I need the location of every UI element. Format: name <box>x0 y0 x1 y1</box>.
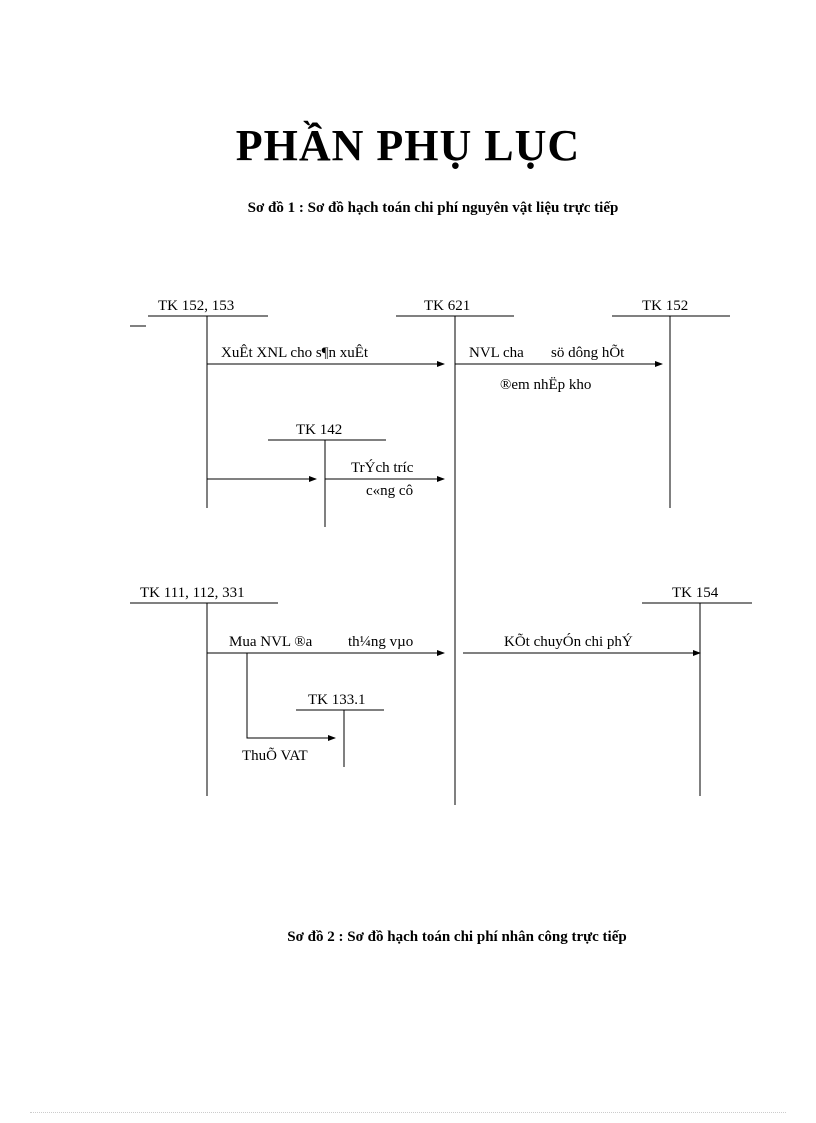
trich-truoc-label: TrÝch tr­íc <box>351 459 414 476</box>
page-title: PHẦN PHỤ LỤC <box>235 121 581 170</box>
cong-cu-label: c«ng cô <box>366 483 413 499</box>
tk-133-1-label: TK 133.1 <box>308 692 366 708</box>
tk-152-label: TK 152 <box>642 298 688 314</box>
tk-152-153-label: TK 152, 153 <box>158 298 234 314</box>
t-account-152: TK 152 <box>612 298 730 508</box>
ket-chuyen-label: KÕt chuyÓn chi phÝ <box>504 633 633 650</box>
flow-thue-vat: ThuÕ VAT <box>242 653 336 764</box>
t-account-154: TK 154 <box>642 585 752 796</box>
flow-xuat-nvl: XuÊt XNL cho s¶n xuÊt <box>207 344 445 367</box>
flow-nvl-return: NVL cha sö dông hÕt ®em nhËp kho <box>455 344 663 393</box>
diagram-1-title: Sơ đồ 1 : Sơ đồ hạch toán chi phí nguyên… <box>247 200 619 216</box>
t-account-621: TK 621 <box>396 298 514 805</box>
t-account-111-112-331: TK 111, 112, 331 <box>130 585 278 796</box>
tk-621-label: TK 621 <box>424 298 470 314</box>
t-account-142: TK 142 <box>268 422 386 527</box>
diagram-2-title: Sơ đồ 2 : Sơ đồ hạch toán chi phí nhân c… <box>287 929 627 945</box>
thue-vat-label: ThuÕ VAT <box>242 747 308 764</box>
mua-nvl-label: Mua NVL ®a <box>229 634 313 650</box>
t-account-152-153: TK 152, 153 <box>130 298 268 508</box>
tk-154-label: TK 154 <box>672 585 719 601</box>
flow-trich-truoc: TrÝch tr­íc c«ng cô <box>325 459 445 499</box>
dem-nhap-kho-label: ®em nhËp kho <box>500 376 591 393</box>
flow-ket-chuyen: KÕt chuyÓn chi phÝ <box>463 633 701 656</box>
flow-mua-nvl: Mua NVL ®a th¼ng vµo <box>207 634 445 656</box>
tk-142-label: TK 142 <box>296 422 342 438</box>
xuat-xnl-label: XuÊt XNL cho s¶n xuÊt <box>221 344 369 361</box>
page-bottom-rule <box>30 1112 786 1113</box>
tk-111-112-331-label: TK 111, 112, 331 <box>140 585 245 601</box>
t-account-133-1: TK 133.1 <box>296 692 384 767</box>
thang-vao-label: th¼ng vµo <box>348 634 413 650</box>
nvl-cha-label: NVL cha <box>469 345 524 361</box>
so-dong-het-label: sö dông hÕt <box>551 344 625 361</box>
